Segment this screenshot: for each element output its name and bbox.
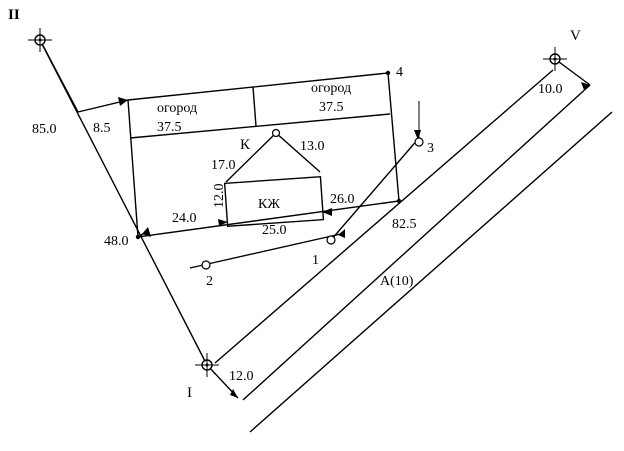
measure-85-0: 85.0 <box>32 122 57 137</box>
parcel <box>127 72 400 238</box>
survey-points <box>135 70 424 270</box>
garden-right-value: 37.5 <box>319 100 344 115</box>
point-4-label: 4 <box>396 65 403 80</box>
parcel-divider-horizontal <box>129 113 391 139</box>
station-V-label: V <box>570 28 581 44</box>
parcel-boundary <box>127 72 400 238</box>
point-2-label: 2 <box>206 274 213 289</box>
arrow-48-0 <box>142 227 151 237</box>
road <box>214 69 613 433</box>
measure-82-5: 82.5 <box>392 217 417 232</box>
house-label: КЖ <box>258 197 280 212</box>
line-2-1 <box>189 232 346 269</box>
arrow-24-0 <box>218 219 228 226</box>
station-I-label: I <box>187 385 192 401</box>
arrow-heads <box>118 82 590 398</box>
road-edge-2 <box>242 84 591 401</box>
roof-point <box>271 128 281 138</box>
point-1-label: 1 <box>312 253 319 268</box>
station-V-symbol <box>543 47 567 71</box>
arrow-10-0 <box>581 82 590 90</box>
point-3-marker <box>414 137 424 147</box>
measure-26-0: 26.0 <box>330 192 355 207</box>
measure-8-5: 8.5 <box>93 121 111 136</box>
roof-label: К <box>240 137 251 153</box>
road-edge-1 <box>214 69 554 364</box>
house-body <box>223 175 325 228</box>
measure-12-0-house: 12.0 <box>212 184 227 209</box>
traverse-II-garden <box>39 39 79 113</box>
parcel-divider-vertical <box>252 86 257 127</box>
measure-24-0: 24.0 <box>172 211 197 226</box>
measure-25-0: 25.0 <box>262 223 287 238</box>
measure-10-0: 10.0 <box>538 82 563 97</box>
road-edge-3 <box>249 111 613 433</box>
station-II-label: II <box>8 7 20 23</box>
station-I-symbol <box>195 353 219 377</box>
point-3-label: 3 <box>427 141 434 156</box>
point-2-marker <box>201 260 211 270</box>
measure-12-0: 12.0 <box>229 369 254 384</box>
tie-V-10 <box>554 58 591 86</box>
corner-48-marker <box>135 234 141 240</box>
garden-left-value: 37.5 <box>157 120 182 135</box>
garden-left-name: огород <box>157 101 197 116</box>
point-1-marker <box>326 235 336 245</box>
measure-17-0: 17.0 <box>211 158 236 173</box>
arrow-12-0 <box>230 389 238 398</box>
measure-48-0: 48.0 <box>104 234 129 249</box>
station-II-symbol <box>28 28 52 52</box>
point-4-marker <box>385 70 391 76</box>
road-label: А(10) <box>380 274 414 289</box>
house <box>223 128 325 228</box>
line-1-3 <box>330 137 420 241</box>
arrow-8-5 <box>118 97 128 106</box>
measure-13-0: 13.0 <box>300 139 325 154</box>
corner-82-marker <box>396 198 402 204</box>
garden-right-name: огород <box>311 81 351 96</box>
